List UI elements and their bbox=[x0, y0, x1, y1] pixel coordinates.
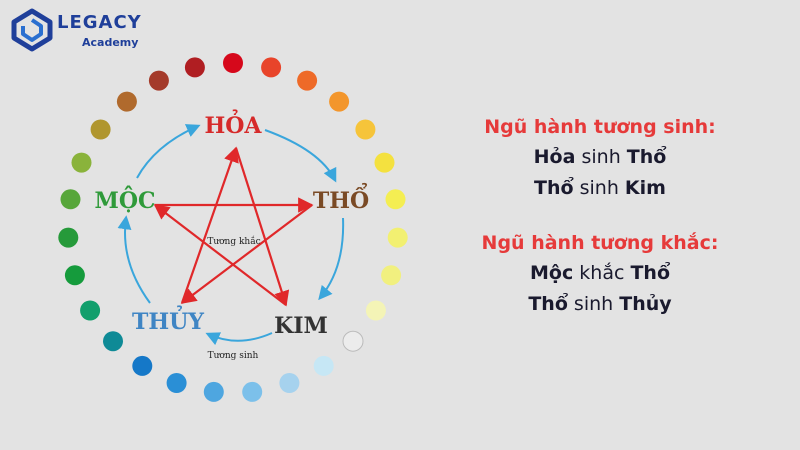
ring-dot bbox=[80, 300, 101, 321]
khac-heading: Ngũ hành tương khắc: bbox=[481, 232, 719, 254]
ring-dot bbox=[355, 119, 376, 140]
khac1-b: Thổ bbox=[630, 262, 670, 284]
ring-dot bbox=[381, 265, 402, 286]
sinh-heading: Ngũ hành tương sinh: bbox=[484, 116, 716, 138]
star-line-thuy-hoa bbox=[180, 146, 239, 304]
arc-hoa-tho bbox=[264, 129, 337, 183]
ring-dot bbox=[297, 70, 318, 91]
sinh-line-1: Hỏa sinh Thổ bbox=[440, 142, 760, 173]
ring-dot bbox=[132, 355, 153, 376]
khac2-verb: sinh bbox=[567, 293, 620, 315]
ring-dot bbox=[58, 227, 79, 248]
ring-dot bbox=[242, 381, 263, 402]
khac2-b: Thủy bbox=[619, 293, 672, 315]
outer-label: Tương sinh bbox=[208, 351, 259, 361]
arc-thuy-moc bbox=[117, 215, 151, 304]
ring-dot bbox=[261, 57, 282, 78]
ring-dot bbox=[329, 91, 350, 112]
element-tho: THỔ bbox=[313, 182, 369, 214]
explanation-panel: Ngũ hành tương sinh: Hỏa sinh Thổ Thổ si… bbox=[440, 112, 760, 320]
sinh2-b: Kim bbox=[624, 177, 666, 199]
element-moc: MỘC bbox=[94, 186, 155, 214]
ring-dot bbox=[313, 355, 334, 376]
ring-dot bbox=[365, 300, 386, 321]
sinh1-b: Thổ bbox=[626, 146, 667, 168]
khac-line-2: Thổ sinh Thủy bbox=[440, 289, 760, 320]
ring-dot bbox=[223, 53, 243, 73]
ring-dot bbox=[60, 189, 81, 210]
sinh1-a: Hỏa bbox=[533, 146, 576, 168]
inner-label: Tương khắc bbox=[207, 235, 260, 247]
star-line-kim-moc bbox=[153, 204, 287, 306]
khac2-a: Thổ bbox=[528, 293, 568, 315]
element-hoa: HỎA bbox=[204, 109, 262, 139]
ring-dot bbox=[385, 189, 406, 210]
element-kim: KIM bbox=[274, 313, 328, 339]
khac1-verb: khắc bbox=[573, 262, 631, 284]
ring-dot bbox=[279, 373, 300, 393]
ring-dot bbox=[116, 91, 137, 112]
arc-moc-hoa bbox=[136, 124, 201, 179]
ring-dot bbox=[71, 152, 92, 173]
generating-cycle bbox=[117, 124, 345, 346]
khac-line-1: Mộc khắc Thổ bbox=[440, 258, 760, 289]
khac1-a: Mộc bbox=[530, 262, 574, 284]
sinh1-verb: sinh bbox=[575, 146, 627, 168]
arc-kim-thuy bbox=[205, 332, 273, 346]
sinh2-a: Thổ bbox=[534, 177, 574, 199]
ring-dot bbox=[90, 119, 111, 140]
sinh2-verb: sinh bbox=[573, 177, 625, 199]
ring-dot bbox=[374, 152, 395, 173]
logo-title: LEGACY bbox=[57, 12, 142, 33]
color-ring bbox=[58, 53, 408, 402]
five-elements-diagram: Tương khắc Tương sinh HỎA THỔ KIM THỦY M… bbox=[58, 53, 408, 402]
controlling-star bbox=[153, 146, 314, 307]
ring-dot bbox=[64, 265, 85, 286]
arc-tho-kim bbox=[318, 217, 345, 301]
star-line-tho-thuy bbox=[180, 204, 313, 304]
sinh-line-2: Thổ sinh Kim bbox=[440, 173, 760, 204]
ring-dot bbox=[166, 373, 187, 393]
element-thuy: THỦY bbox=[132, 305, 204, 335]
ring-dot bbox=[203, 381, 224, 402]
ring-dot bbox=[148, 70, 169, 91]
star-line-hoa-kim bbox=[234, 147, 290, 307]
logo: LEGACY Academy bbox=[10, 6, 160, 56]
ring-dot bbox=[184, 57, 205, 78]
ring-dot bbox=[387, 227, 408, 248]
logo-subtitle: Academy bbox=[82, 36, 139, 49]
logo-icon bbox=[11, 8, 53, 52]
ring-dot bbox=[103, 331, 123, 352]
ring-dot bbox=[342, 330, 364, 352]
